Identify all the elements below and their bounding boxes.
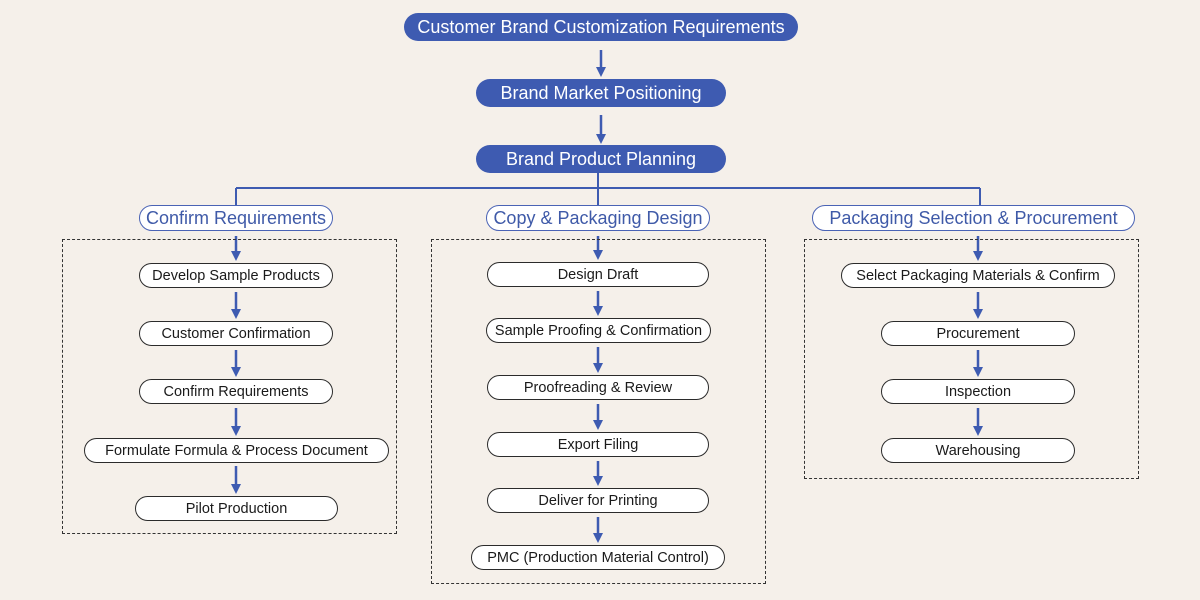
node-product-planning: Brand Product Planning bbox=[476, 145, 726, 173]
step-develop-sample-products: Develop Sample Products bbox=[139, 263, 333, 288]
group-box-packaging-procurement bbox=[804, 239, 1139, 479]
step-warehousing: Warehousing bbox=[881, 438, 1075, 463]
branch-header-copy-packaging: Copy & Packaging Design bbox=[486, 205, 710, 231]
step-pilot-production: Pilot Production bbox=[135, 496, 338, 521]
branch-header-confirm-requirements: Confirm Requirements bbox=[139, 205, 333, 231]
step-formulate-formula: Formulate Formula & Process Document bbox=[84, 438, 389, 463]
step-proofreading-review: Proofreading & Review bbox=[487, 375, 709, 400]
step-procurement: Procurement bbox=[881, 321, 1075, 346]
step-pmc: PMC (Production Material Control) bbox=[471, 545, 725, 570]
step-confirm-requirements: Confirm Requirements bbox=[139, 379, 333, 404]
node-market-positioning: Brand Market Positioning bbox=[476, 79, 726, 107]
step-export-filing: Export Filing bbox=[487, 432, 709, 457]
branch-header-packaging-procurement: Packaging Selection & Procurement bbox=[812, 205, 1135, 231]
group-box-copy-packaging bbox=[431, 239, 766, 584]
step-design-draft: Design Draft bbox=[487, 262, 709, 287]
step-customer-confirmation: Customer Confirmation bbox=[139, 321, 333, 346]
node-customer-requirements: Customer Brand Customization Requirement… bbox=[404, 13, 798, 41]
step-select-packaging: Select Packaging Materials & Confirm bbox=[841, 263, 1115, 288]
step-deliver-printing: Deliver for Printing bbox=[487, 488, 709, 513]
step-sample-proofing: Sample Proofing & Confirmation bbox=[486, 318, 711, 343]
group-box-confirm-requirements bbox=[62, 239, 397, 534]
step-inspection: Inspection bbox=[881, 379, 1075, 404]
